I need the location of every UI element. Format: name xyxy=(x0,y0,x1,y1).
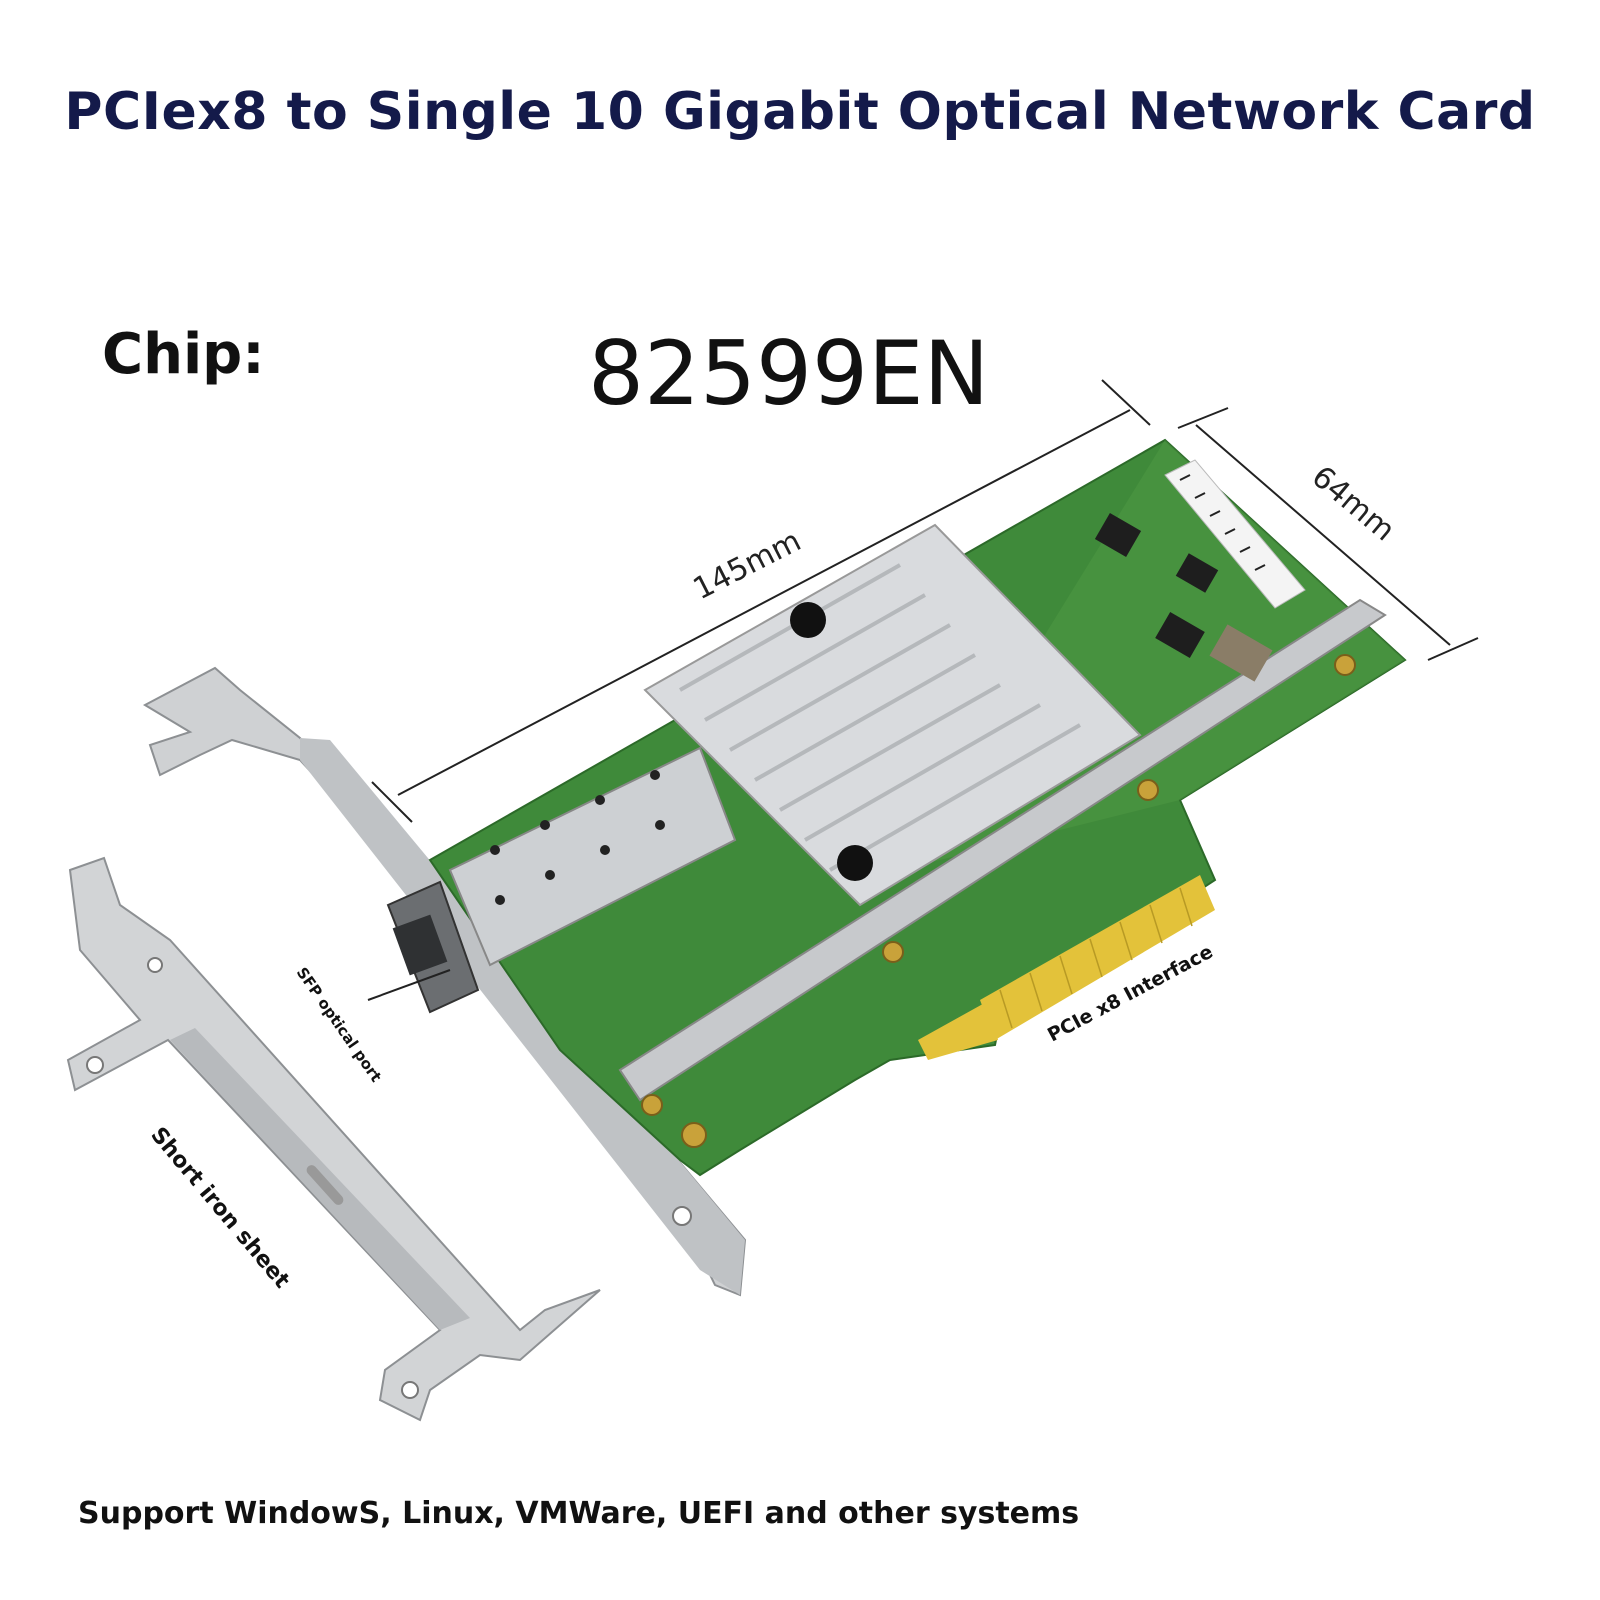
short-bracket-image xyxy=(66,856,601,1422)
pcb-components xyxy=(1094,513,1273,682)
dimension-length-label: 145mm xyxy=(688,523,807,607)
sfp-port-label: SFP optical port xyxy=(293,964,386,1085)
chip-model: 82599EN xyxy=(588,322,990,425)
os-support-text: Support WindowS, Linux, VMWare, UEFI and… xyxy=(78,1496,1080,1531)
page-title: PCIex8 to Single 10 Gigabit Optical Netw… xyxy=(64,82,1536,142)
dimension-length-line xyxy=(371,379,1151,823)
dimension-width-line xyxy=(1177,407,1479,661)
barcode-label xyxy=(1164,459,1306,609)
sfp-cage-image xyxy=(386,746,737,1014)
pcie-gold-fingers xyxy=(918,875,1215,1060)
full-bracket-image xyxy=(142,666,747,1297)
heatsink-image xyxy=(643,523,1142,907)
chip-label: Chip: xyxy=(102,322,265,387)
dimension-width-label: 64mm xyxy=(1305,459,1402,548)
sfp-callout-line xyxy=(367,969,451,1001)
screws xyxy=(641,654,1356,1148)
top-rail xyxy=(618,598,1387,1102)
